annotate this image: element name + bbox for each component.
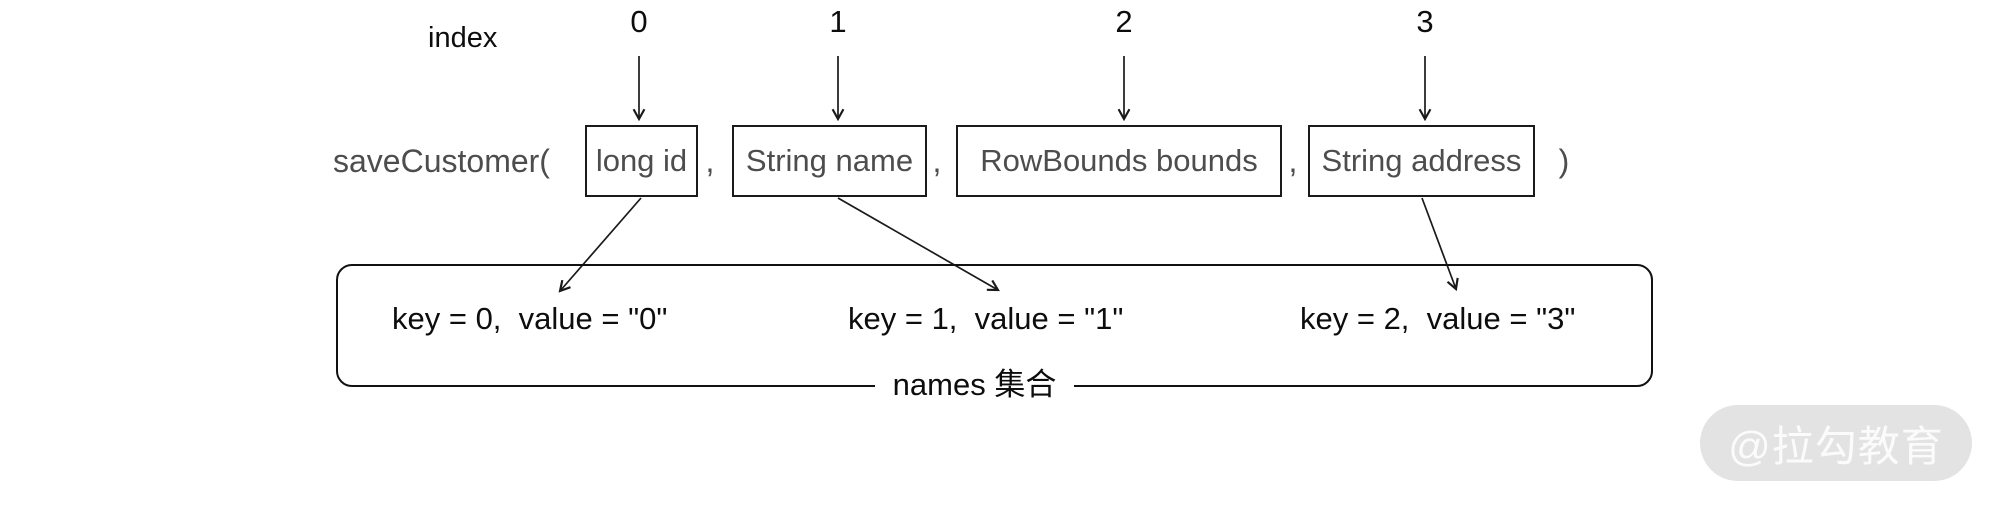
method-close-paren: ) xyxy=(1558,142,1570,179)
watermark-badge: @拉勾教育 xyxy=(1700,405,1972,481)
map-entry-0: key = 0, value = "0" xyxy=(392,301,668,336)
map-entry-1: key = 1, value = "1" xyxy=(848,301,1124,336)
map-entry-2: key = 2, value = "3" xyxy=(1300,301,1576,336)
param-box-rowbounds-bounds: RowBounds bounds xyxy=(956,125,1282,197)
index-number-1: 1 xyxy=(829,4,847,39)
param-separator-comma: , xyxy=(705,142,715,179)
names-collection-label-wrap: names 集合 xyxy=(336,366,1653,403)
param-separator-comma: , xyxy=(1288,142,1298,179)
index-number-0: 0 xyxy=(630,4,648,39)
index-row-label: index xyxy=(428,22,498,54)
param-box-long-id: long id xyxy=(585,125,698,197)
index-number-2: 2 xyxy=(1115,4,1133,39)
param-separator-comma: , xyxy=(932,142,942,179)
index-number-3: 3 xyxy=(1416,4,1434,39)
param-box-string-name: String name xyxy=(732,125,927,197)
param-box-string-address: String address xyxy=(1308,125,1535,197)
method-name-prefix: saveCustomer( xyxy=(333,142,550,179)
names-collection-label: names 集合 xyxy=(874,366,1075,403)
